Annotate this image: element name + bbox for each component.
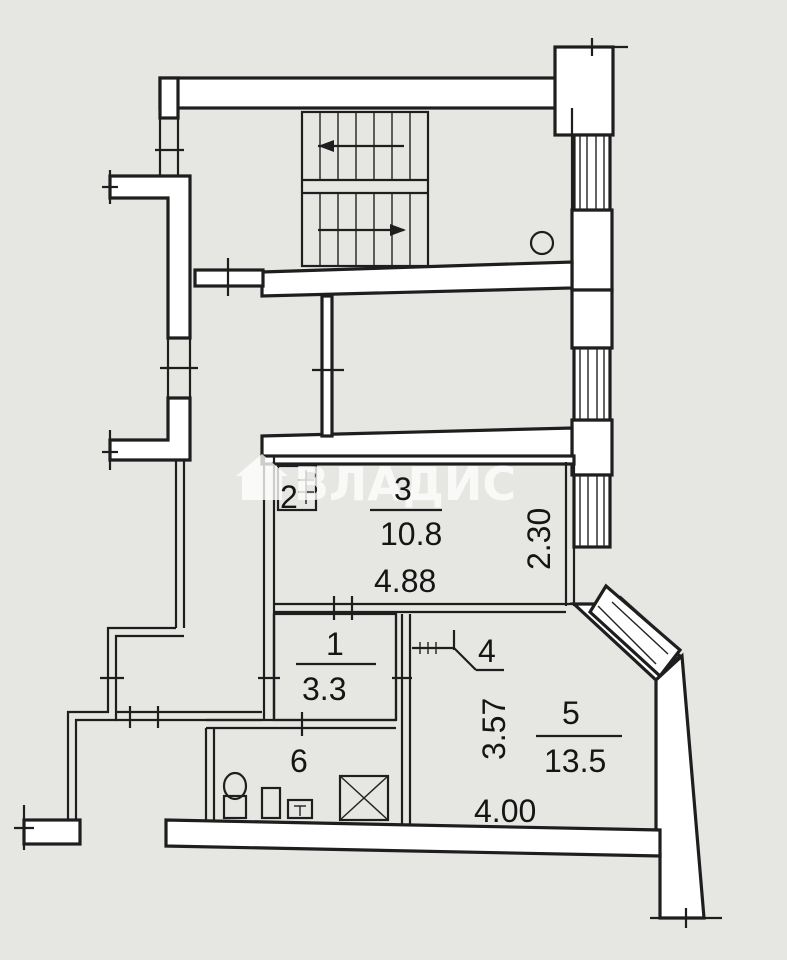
toilet-icon bbox=[222, 771, 248, 820]
shower-tray-icon bbox=[338, 774, 390, 822]
upper-walls bbox=[158, 38, 628, 549]
room-1-area: 3.3 bbox=[302, 671, 346, 707]
watermark: ВЛАДИС bbox=[236, 454, 516, 511]
room-5-length: 4.00 bbox=[474, 793, 536, 829]
stove-icon bbox=[286, 798, 314, 820]
left-walls bbox=[14, 76, 262, 850]
staircase bbox=[300, 110, 555, 268]
bathroom-fixtures bbox=[222, 771, 390, 822]
room-5-width: 3.57 bbox=[476, 698, 512, 760]
stair-column-icon bbox=[529, 230, 555, 256]
room-3-number: 3 bbox=[394, 471, 412, 507]
watermark-text: ВЛАДИС bbox=[294, 457, 516, 511]
room-5-number: 5 bbox=[562, 695, 580, 731]
room-1-number: 1 bbox=[326, 626, 344, 662]
room-3-length: 4.88 bbox=[374, 563, 436, 599]
room-6-number: 6 bbox=[290, 743, 308, 779]
window-right-1 bbox=[572, 133, 612, 212]
apartment-walls bbox=[164, 454, 722, 928]
washbasin-icon bbox=[260, 786, 282, 820]
room-3-width: 2.30 bbox=[521, 508, 557, 570]
window-right-3 bbox=[572, 473, 612, 549]
room-4-number: 4 bbox=[478, 633, 496, 669]
room-5-area: 13.5 bbox=[544, 743, 606, 779]
room-3-area: 10.8 bbox=[380, 516, 442, 552]
stair-arrow-left-icon bbox=[318, 140, 404, 152]
window-right-2 bbox=[572, 346, 612, 422]
stair-arrow-right-icon bbox=[318, 224, 406, 236]
house-logo-icon bbox=[236, 454, 288, 500]
room-2-number: 2 bbox=[280, 479, 298, 515]
room-labels: 2 3 10.8 4.88 2.30 1 3.3 4 3.57 5 13.5 4… bbox=[280, 471, 622, 829]
